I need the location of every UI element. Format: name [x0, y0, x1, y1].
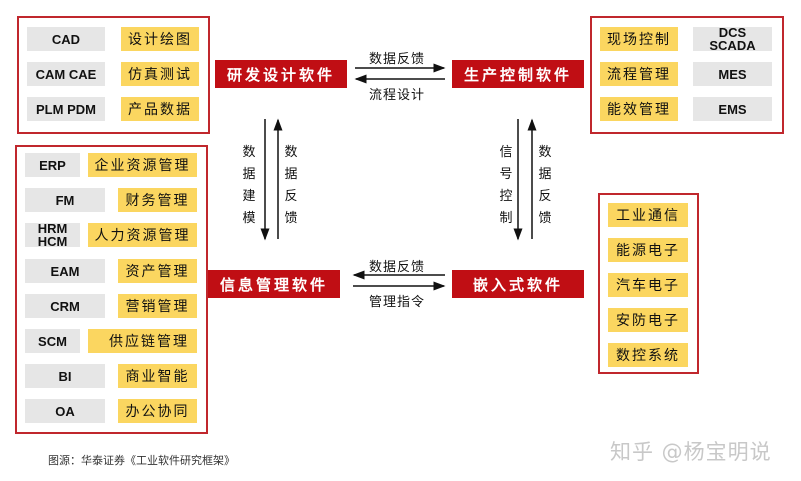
rd-abbr-cam: CAM CAE [27, 62, 105, 86]
flow-label-data-feedback-top: 数据反馈 [369, 52, 426, 67]
rd-abbr-plm: PLM PDM [27, 97, 105, 121]
info-desc-scm: 供应链管理 [88, 329, 197, 353]
info-desc-fm: 财务管理 [118, 188, 197, 212]
flow-label-data-feedback-left: 数据反馈 [284, 145, 298, 226]
flow-label-signal-control: 信号控制 [499, 145, 513, 226]
rd-desc-plm: 产品数据 [121, 97, 199, 121]
prod-abbr-2: MES [693, 62, 772, 86]
embedded-item-1: 工业通信 [608, 203, 688, 227]
flow-label-data-feedback-bottom: 数据反馈 [369, 260, 426, 275]
embedded-item-2: 能源电子 [608, 238, 688, 262]
info-desc-eam: 资产管理 [118, 259, 197, 283]
info-abbr-oa: OA [25, 399, 105, 423]
source-caption: 图源：华泰证券《工业软件研究框架》 [48, 454, 235, 467]
flow-label-management-command: 管理指令 [369, 295, 426, 310]
info-abbr-bi: BI [25, 364, 105, 388]
production-software-box: 生产控制软件 [452, 60, 584, 88]
info-abbr-erp: ERP [25, 153, 80, 177]
info-abbr-eam: EAM [25, 259, 105, 283]
embedded-item-5: 数控系统 [608, 343, 688, 367]
rd-desc-cad: 设计绘图 [121, 27, 199, 51]
info-desc-bi: 商业智能 [118, 364, 197, 388]
embedded-item-3: 汽车电子 [608, 273, 688, 297]
rd-desc-cam: 仿真测试 [121, 62, 199, 86]
rd-abbr-cad: CAD [27, 27, 105, 51]
info-abbr-fm: FM [25, 188, 105, 212]
info-abbr-crm: CRM [25, 294, 105, 318]
info-desc-crm: 营销管理 [118, 294, 197, 318]
prod-abbr-1: DCS SCADA [693, 26, 772, 52]
prod-desc-1: 现场控制 [600, 27, 678, 51]
info-software-box: 信息管理软件 [208, 270, 340, 298]
watermark: 知乎 @杨宝明说 [610, 440, 772, 464]
info-abbr-hrm: HRM HCM [25, 222, 80, 248]
prod-desc-2: 流程管理 [600, 62, 678, 86]
embedded-software-box: 嵌入式软件 [452, 270, 584, 298]
info-abbr-scm: SCM [25, 329, 80, 353]
prod-abbr-3: EMS [693, 97, 772, 121]
rd-software-box: 研发设计软件 [215, 60, 347, 88]
flow-label-data-modeling: 数据建模 [242, 145, 256, 226]
info-desc-hrm: 人力资源管理 [88, 223, 197, 247]
embedded-item-4: 安防电子 [608, 308, 688, 332]
flow-label-data-feedback-right: 数据反馈 [538, 145, 552, 226]
info-desc-oa: 办公协同 [118, 399, 197, 423]
prod-desc-3: 能效管理 [600, 97, 678, 121]
flow-label-process-design: 流程设计 [369, 88, 426, 103]
info-desc-erp: 企业资源管理 [88, 153, 197, 177]
